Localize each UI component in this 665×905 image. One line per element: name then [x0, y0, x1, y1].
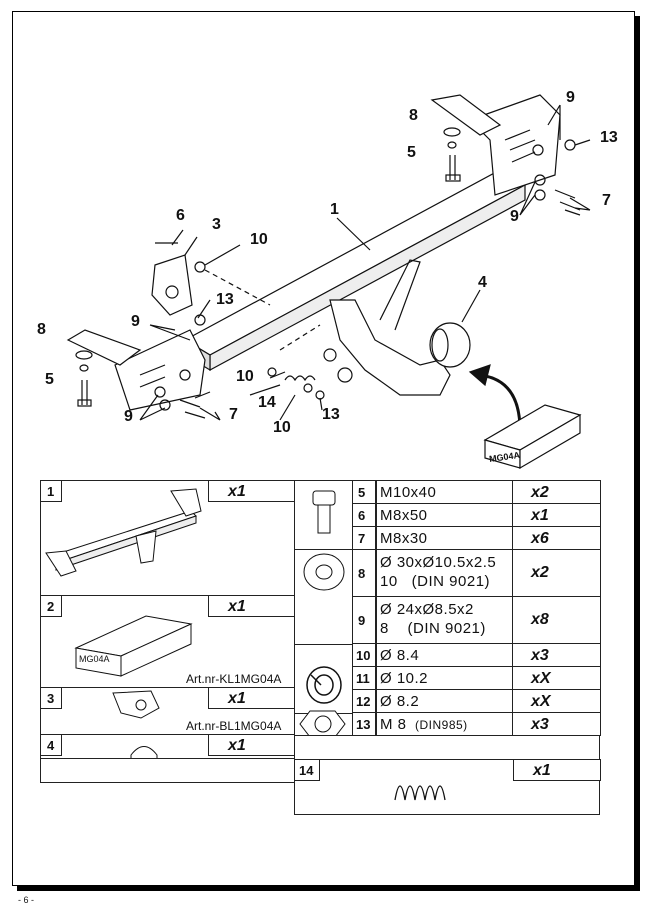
part-spec: M 8	[380, 716, 407, 733]
callout-1: 1	[330, 201, 339, 218]
part-number: 2	[47, 599, 55, 614]
callout-8-left: 8	[37, 321, 46, 338]
callout-9-left-bottom: 9	[124, 408, 133, 425]
part-row-5: 5 M10x40 x2	[352, 480, 601, 504]
callout-9-right-bottom: 9	[510, 208, 519, 225]
callout-8-right: 8	[409, 107, 418, 124]
callout-9-right-top: 9	[566, 89, 575, 106]
kit-box-icon	[74, 615, 193, 677]
part-quantity: x1	[228, 598, 246, 615]
mounting-bracket-icon	[112, 690, 160, 719]
article-number: Art.nr-BL1MG04A	[186, 719, 282, 733]
part-quantity: x1	[531, 507, 549, 524]
part-number: 13	[356, 717, 371, 732]
part-row-1: 1 x1	[40, 480, 296, 596]
part-spec: M8x30	[380, 530, 428, 547]
article-number: Art.nr-KL1MG04A	[186, 672, 282, 686]
part-number: 9	[358, 613, 366, 628]
part-quantity: x1	[228, 483, 246, 500]
part-row-13: 13 M 8 (DIN985) x3	[352, 712, 601, 736]
box-label: MG04A	[79, 654, 110, 664]
washer-icon-cell	[294, 549, 353, 645]
callout-13-left: 13	[216, 291, 234, 308]
table-spacer	[40, 758, 295, 783]
part-number: 5	[358, 485, 366, 500]
part-number: 4	[47, 738, 55, 753]
callout-4: 4	[478, 274, 487, 291]
callout-9-left-top: 9	[131, 313, 140, 330]
part-spec: Ø 8.2	[380, 693, 420, 710]
callout-14: 14	[258, 394, 276, 411]
towbar-icon	[45, 488, 202, 577]
part-row-9: 9 Ø 24xØ8.5x2 8 (DIN 9021) x8	[352, 596, 601, 644]
part-number: 7	[358, 531, 366, 546]
part-spec: Ø 24xØ8.5x2 8 (DIN 9021)	[380, 601, 486, 637]
part-quantity: x8	[531, 611, 549, 628]
part-quantity: x1	[228, 690, 246, 707]
part-number: 6	[358, 508, 366, 523]
part-number: 12	[356, 694, 371, 709]
part-row-2: 2 x1 MG04A Art.nr-KL1MG04A	[40, 595, 296, 688]
part-row-8: 8 Ø 30xØ10.5x2.5 10 (DIN 9021) x2	[352, 549, 601, 597]
nut-icon-cell	[294, 710, 353, 738]
callout-6: 6	[176, 207, 185, 224]
part-quantity: xX	[531, 670, 551, 687]
callout-10-middle: 10	[236, 368, 254, 385]
part-number: 1	[47, 484, 55, 499]
callout-5-right: 5	[407, 144, 416, 161]
part-spec: M8x50	[380, 507, 428, 524]
callout-13-bottom: 13	[322, 406, 340, 423]
page-number: - 6 -	[18, 895, 35, 905]
part-row-12: 12 Ø 8.2 xX	[352, 689, 601, 713]
part-number: 11	[356, 671, 370, 686]
bolt-icon	[312, 490, 336, 534]
callout-3: 3	[212, 216, 221, 233]
part-row-10: 10 Ø 8.4 x3	[352, 643, 601, 667]
part-spec: Ø 8.4	[380, 647, 420, 664]
callout-7-right: 7	[602, 192, 611, 209]
part-quantity: x3	[531, 716, 549, 733]
part-spec: Ø 10.2	[380, 670, 429, 687]
part-row-3: 3 x1 Art.nr-BL1MG04A	[40, 687, 296, 735]
part-number: 3	[47, 691, 55, 706]
part-quantity: x6	[531, 530, 549, 547]
spring-washer-icon	[306, 666, 342, 704]
spring-icon	[394, 785, 446, 801]
part-row-7: 7 M8x30 x6	[352, 526, 601, 550]
callout-10-bottom: 10	[273, 419, 291, 436]
part-quantity: x1	[533, 762, 551, 779]
bolt-icon-cell	[294, 480, 353, 550]
part-quantity: x3	[531, 647, 549, 664]
part-quantity: x2	[531, 564, 549, 581]
table-spacer-right	[294, 735, 600, 760]
assembly-illustration	[66, 94, 591, 470]
callout-5-left: 5	[45, 371, 54, 388]
part-quantity: x1	[228, 737, 246, 754]
part-spec-note: (DIN985)	[415, 718, 468, 732]
callout-10-top: 10	[250, 231, 268, 248]
part-row-11: 11 Ø 10.2 xX	[352, 666, 601, 690]
callout-7-left: 7	[229, 406, 238, 423]
part-number: 8	[358, 566, 366, 581]
spring-washer-icon-cell	[294, 644, 353, 714]
part-row-14: 14 x1	[294, 759, 601, 815]
part-number: 10	[356, 648, 371, 663]
part-quantity: xX	[531, 693, 551, 710]
part-spec: Ø 30xØ10.5x2.5 10 (DIN 9021)	[380, 554, 497, 590]
part-row-6: 6 M8x50 x1	[352, 503, 601, 527]
callout-13-right: 13	[600, 129, 618, 146]
part-spec: M10x40	[380, 484, 437, 501]
washer-icon	[303, 553, 345, 591]
assembly-drawing: 1 3 4 5 5 6 7 7 8 8 9 9 9 9 10 10 10 13 …	[37, 89, 618, 470]
part-number: 14	[299, 763, 314, 778]
part-quantity: x2	[531, 484, 549, 501]
